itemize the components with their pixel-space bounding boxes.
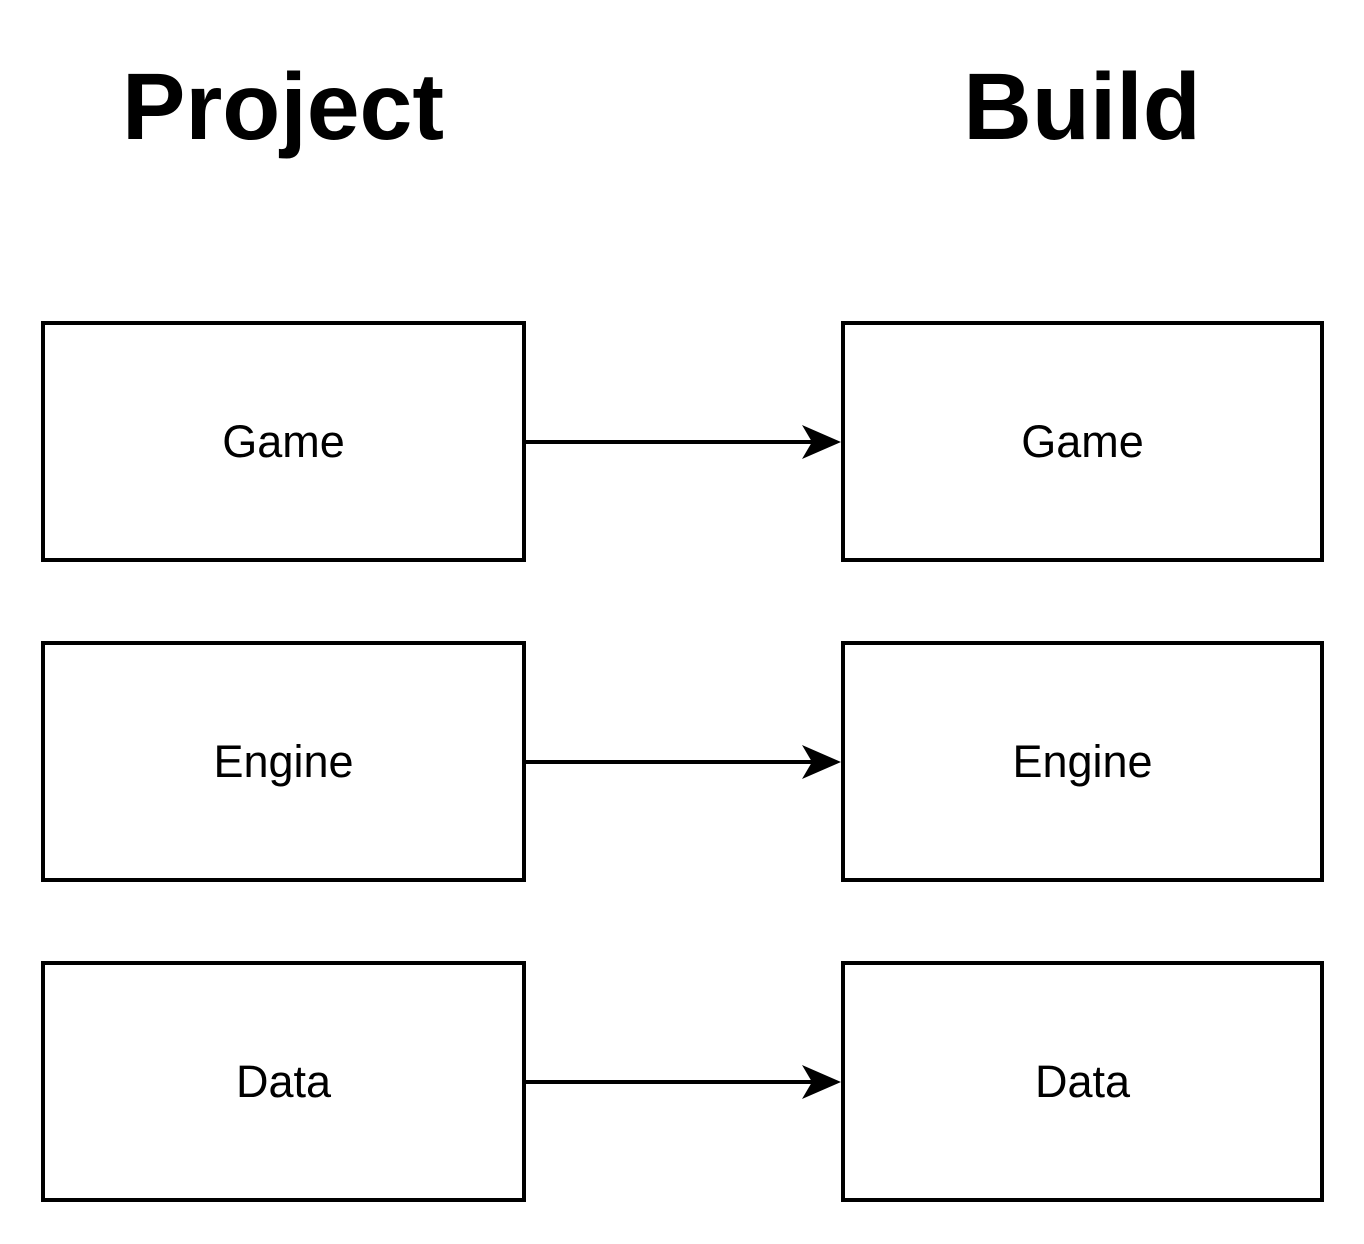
node-label: Data: [235, 1055, 332, 1107]
column-title-project: Project: [121, 54, 445, 160]
node-project-game: Game: [41, 321, 526, 562]
column-title-build: Build: [963, 54, 1201, 160]
arrow-icon: [526, 1065, 841, 1099]
node-label: Data: [1034, 1055, 1131, 1107]
node-build-data: Data: [841, 961, 1324, 1202]
node-project-data: Data: [41, 961, 526, 1202]
node-label: Game: [1021, 415, 1144, 467]
node-label: Engine: [1012, 735, 1153, 787]
arrow-project-engine-to-build-engine: [526, 742, 841, 782]
node-build-engine: Engine: [841, 641, 1324, 882]
node-label: Game: [222, 415, 345, 467]
arrow-icon: [526, 745, 841, 779]
node-label: Engine: [213, 735, 354, 787]
node-build-game: Game: [841, 321, 1324, 562]
arrow-project-data-to-build-data: [526, 1062, 841, 1102]
node-project-engine: Engine: [41, 641, 526, 882]
arrow-icon: [526, 425, 841, 459]
arrow-project-game-to-build-game: [526, 422, 841, 462]
